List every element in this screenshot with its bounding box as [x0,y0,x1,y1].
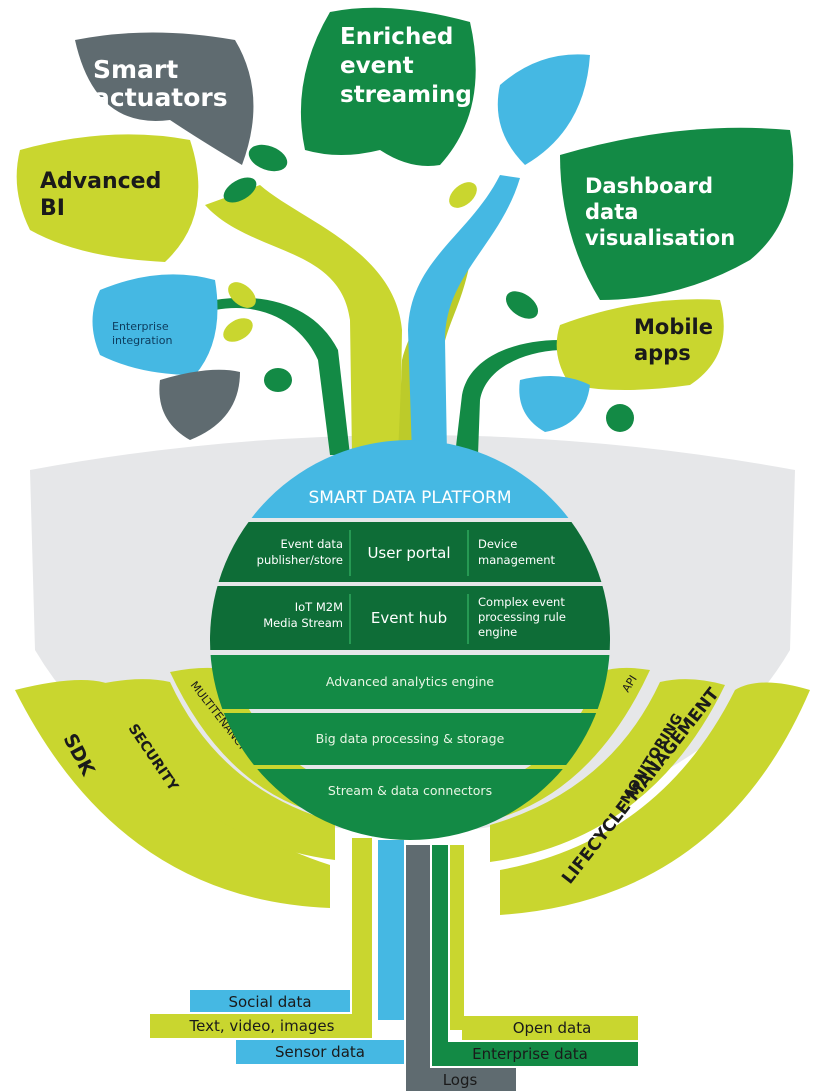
source-social-data-bar [190,990,350,1012]
root-lime-left [352,838,372,1028]
tree-trunk [205,175,560,455]
root-green [432,845,448,1045]
layer-label-analytics: Advanced analytics engine [326,674,495,689]
row1-left-line1: Event data [280,537,343,551]
root-blue-left [378,840,404,1020]
row1-right-line2: management [478,553,556,567]
platform-row-event-hub [210,586,610,650]
leaf-smart-actuators-line1: Smart [93,55,178,84]
layer-label-big-data: Big data processing & storage [316,731,505,746]
source-text-video-bar [150,1014,372,1038]
root-lime-right [450,845,464,1030]
trunk-green-right-branch [455,340,560,455]
row2-right-line2: processing rule [478,610,566,624]
source-enterprise-data-bar [432,1042,638,1066]
leaf-mobile-apps-line2: apps [634,341,691,365]
leaf-enriched-line2: event [340,53,414,79]
leaf-enterprise-integration-line2: integration [112,334,172,347]
small-leaf-green-3 [505,291,539,319]
small-leaf-green-2 [223,177,257,203]
layer-label-connectors: Stream & data connectors [328,783,492,798]
source-open-data-bar [462,1016,638,1040]
source-logs-label: Logs [443,1071,478,1089]
left-support-arcs: SDK SECURITY MULTITENANCY [15,667,340,908]
source-open-data-label: Open data [513,1019,592,1037]
leaf-dashboard-data-visualisation: Dashboard data visualisation [560,127,794,301]
leaf-enterprise-integration-line1: Enterprise [112,320,169,333]
leaf-blue-top-right [497,54,590,165]
leaf-blue-lower-right [519,376,590,432]
roots: Social data Text, video, images Sensor d… [150,838,638,1091]
leaf-enriched-line1: Enriched [340,24,453,50]
arc-security [95,679,335,860]
row2-right-line3: engine [478,625,517,639]
leaf-enriched-line3: streaming [340,82,472,108]
platform-row-user-portal [210,522,610,582]
leaf-enriched-event-streaming: Enriched event streaming [300,7,476,166]
row2-right-line1: Complex event [478,595,565,609]
leaf-dashboard-line1: Dashboard [585,174,713,198]
source-sensor-data-label: Sensor data [275,1043,365,1061]
leaf-mobile-apps-line1: Mobile [634,315,713,339]
small-leaf-lime-1 [449,182,477,208]
row2-left-line2: Media Stream [263,616,343,630]
leaf-advanced-bi: Advanced BI [16,134,199,262]
arc-monitoring [490,679,725,862]
leaf-advanced-bi-line2: BI [40,196,65,221]
source-social-data-label: Social data [228,993,311,1011]
trunk-lime-branch [205,185,402,455]
dot-green-lower-right [606,404,634,432]
trunk-blue-branch [408,175,520,455]
leaf-smart-actuators: Smart actuators [75,32,254,165]
small-leaf-lime-2 [228,282,256,308]
row1-right-line1: Device [478,537,517,551]
small-leaf-lime-3 [223,318,253,342]
leaf-smart-actuators-line2: actuators [93,83,228,112]
platform-layer-analytics [210,655,610,709]
row1-center-user-portal: User portal [367,544,450,562]
platform-layer-big-data [210,713,610,765]
source-sensor-data-bar [236,1040,404,1064]
row1-left-line2: publisher/store [257,553,343,567]
small-leaf-green-4 [264,368,292,392]
source-logs-bar [406,1068,516,1091]
small-leaf-green-1 [248,144,288,172]
leaf-enterprise-integration: Enterprise integration [92,274,218,375]
trunk-green-left-branch [215,297,350,455]
leaf-dashboard-line3: visualisation [585,226,735,250]
leaf-mobile-apps: Mobile apps [556,299,724,390]
leaf-dashboard-line2: data [585,200,638,224]
arc-lifecycle-management [500,682,810,915]
leaf-advanced-bi-line1: Advanced [40,169,161,194]
leaf-grey-lower-left [159,369,240,440]
arc-sdk [15,680,330,908]
source-text-video-label: Text, video, images [189,1017,335,1035]
platform-title: SMART DATA PLATFORM [308,488,511,508]
source-enterprise-data-label: Enterprise data [472,1045,588,1063]
row2-left-line1: IoT M2M [295,600,343,614]
row2-center-event-hub: Event hub [371,609,447,627]
root-grey [406,845,430,1091]
